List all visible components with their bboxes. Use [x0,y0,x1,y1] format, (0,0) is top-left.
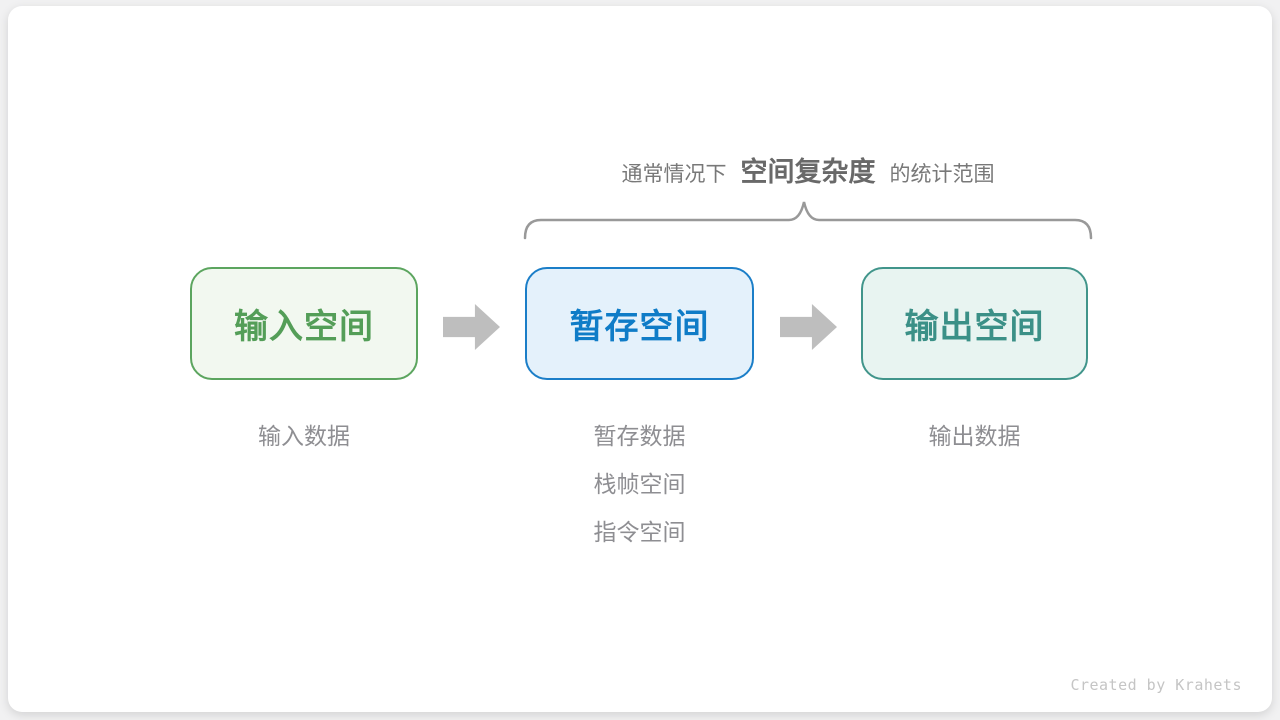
output-space-sublabels: 输出数据 [861,424,1088,448]
node-input-space: 输入空间 [190,267,418,380]
node-output-space: 输出空间 [861,267,1088,380]
annotation-title: 通常情况下 空间复杂度 的统计范围 [523,150,1093,189]
annotation-suffix: 的统计范围 [889,163,995,186]
node-temp-space: 暂存空间 [525,267,754,380]
diagram-card: 通常情况下 空间复杂度 的统计范围 输入空间 暂存空间 输出空间 输入数据 暂存… [8,6,1272,712]
annotation-prefix: 通常情况下 [621,163,727,186]
scope-brace [523,201,1093,240]
node-output-space-label: 输出空间 [904,308,1045,346]
sublabel-output-data: 输出数据 [928,423,1021,449]
sublabel-stack-frame-space: 栈帧空间 [593,471,686,497]
sublabel-instruction-space: 指令空间 [593,519,686,545]
node-temp-space-label: 暂存空间 [569,308,710,346]
footer-credit: Created by Krahets [1070,676,1242,694]
scope-brace-path [523,201,1093,240]
arrow-temp-to-output-icon [780,304,837,350]
sublabel-temp-data: 暂存数据 [593,423,686,449]
annotation-highlight: 空间复杂度 [740,157,876,187]
temp-space-sublabels: 暂存数据 栈帧空间 指令空间 [525,424,754,544]
input-space-sublabels: 输入数据 [190,424,418,448]
node-input-space-label: 输入空间 [234,308,374,346]
arrow-input-to-temp-icon [443,304,500,350]
sublabel-input-data: 输入数据 [258,423,350,449]
